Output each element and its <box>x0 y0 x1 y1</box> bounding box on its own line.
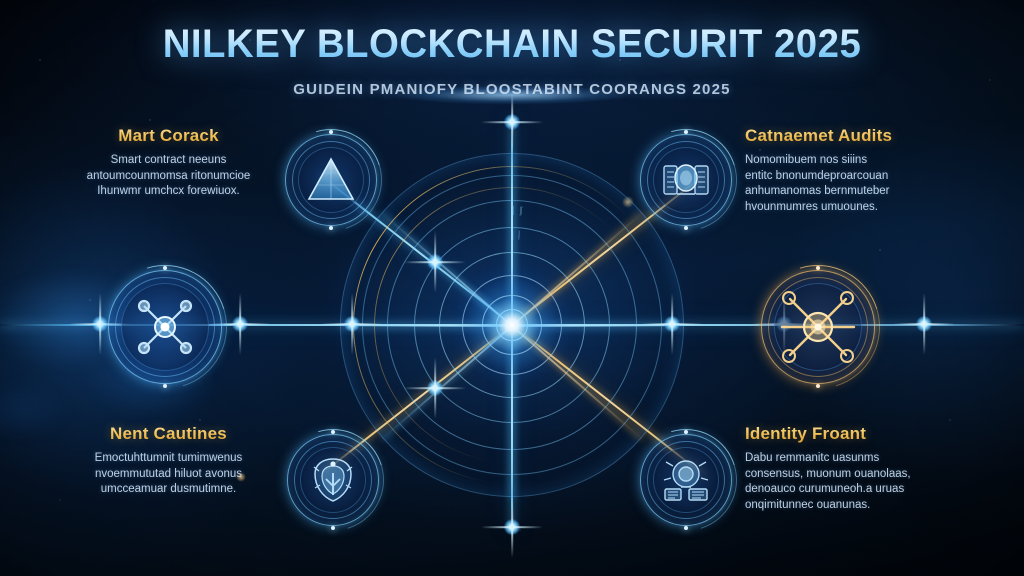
pyramid-icon <box>307 157 355 200</box>
panel-body-line: antoumcounmomsa ritonumcioe <box>86 169 251 182</box>
node-dot-bottom <box>684 226 688 230</box>
network-hub-icon <box>137 299 193 355</box>
panel-body-line: entitc bnonumdeproarcouan <box>745 169 889 182</box>
panel-body: Emoctuhttumnit tumimwenus nvoemmututad h… <box>66 451 271 498</box>
node-dot-bottom <box>331 526 335 530</box>
panel-heading: Catnaemet Audits <box>745 126 950 146</box>
icon-node-smart-contract[interactable] <box>262 111 400 249</box>
node-dot-bottom <box>163 384 167 388</box>
page-subtitle: GUIDEIN PMANIOFY BLOOSTABINT COORANGS 20… <box>293 81 731 98</box>
panel-body-line: Dabu remmanitc uasunms <box>745 452 880 464</box>
panel-body: Nomomibuem nos siiins entitc bnonumdepro… <box>745 153 950 215</box>
beam-node-left-inner <box>344 316 360 332</box>
panel-contract-audits: Catnaemet Audits Nomomibuem nos siiins e… <box>745 126 950 215</box>
panel-smart-contract: Mart Corack Smart contract neeuns antoum… <box>66 126 271 200</box>
panel-body-line: consensus, muonum ouanolaas, <box>745 467 911 480</box>
panel-body-line: Ihunwmr umchcx forewiuox. <box>97 185 240 197</box>
panel-node-guidelines: Nent Cautines Emoctuhttumnit tumimwenus … <box>66 424 271 498</box>
node-dot-top <box>684 430 688 434</box>
icon-node-left-network[interactable] <box>81 243 249 411</box>
beam-node-lower-left <box>427 380 443 396</box>
panel-body-line: Nomomibuem nos siiins <box>745 154 868 166</box>
beam-node-top <box>504 114 520 130</box>
icon-node-contract-audits[interactable] <box>617 111 755 249</box>
beam-node-far-right <box>916 316 932 332</box>
atom-node-icon <box>780 291 856 363</box>
panel-heading: Mart Corack <box>66 126 271 146</box>
node-dot-top <box>816 266 820 270</box>
icon-node-identity-frontier[interactable] <box>617 411 755 549</box>
panel-body-line: hvounmumres umuounes. <box>745 200 878 213</box>
panel-body-line: nvoemmututad hiluot avonus <box>94 467 243 480</box>
node-dot-top <box>684 130 688 134</box>
node-dot-top <box>329 130 333 134</box>
beam-node-bottom <box>504 519 520 535</box>
emblem-shield-icon <box>313 458 353 502</box>
node-dot-bottom <box>684 526 688 530</box>
node-dot-top <box>163 266 167 270</box>
node-dot-top <box>331 430 335 434</box>
beam-node-right-inner <box>664 316 680 332</box>
panel-body-line: anhumanomas bernmuteber <box>745 185 890 197</box>
hub-core-glow <box>452 265 572 385</box>
beam-node-left-outer <box>232 316 248 332</box>
panel-body-line: umcceamuar dusmutimne. <box>100 483 237 495</box>
panel-body-line: denoauco curumuneoh.a uruas <box>745 483 905 495</box>
panel-body-line: Smart contract neeuns <box>110 154 227 166</box>
audit-shield-icon <box>663 164 709 195</box>
node-dot-bottom <box>816 384 820 388</box>
panel-heading: Identity Froant <box>745 424 950 444</box>
page-title: NILKEY BLOCKCHAIN SECURIT 2025 <box>20 22 1003 67</box>
poster-header: NILKEY BLOCKCHAIN SECURIT 2025 GUIDEIN P… <box>0 22 1024 108</box>
icon-node-node-guidelines[interactable] <box>264 411 402 549</box>
node-dot-bottom <box>329 226 333 230</box>
panel-body-line: Emoctuhttumnit tumimwenus <box>94 452 243 464</box>
identity-device-icon <box>663 460 709 501</box>
panel-body-line: onqimitunnec ouanunas. <box>745 498 871 511</box>
panel-body: Dabu remmanitc uasunms consensus, muonum… <box>745 451 950 513</box>
beam-node-upper-left <box>427 254 443 270</box>
panel-identity-frontier: Identity Froant Dabu remmanitc uasunms c… <box>745 424 950 513</box>
panel-body: Smart contract neeuns antoumcounmomsa ri… <box>66 153 271 200</box>
panel-heading: Nent Cautines <box>66 424 271 444</box>
icon-node-right-atom[interactable] <box>734 243 902 411</box>
